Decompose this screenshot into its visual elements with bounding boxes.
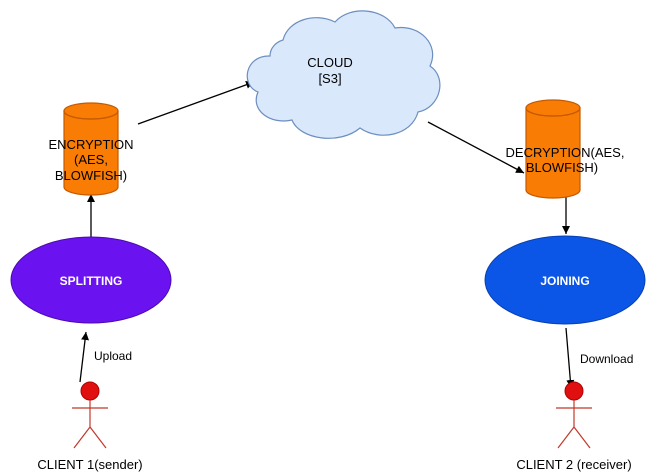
decryption-cylinder-body [525,107,581,199]
encryption-cylinder-body [63,110,119,196]
upload-label: Upload [94,349,132,363]
decryption-label-line2: BLOWFISH) [526,160,598,175]
decryption-node: DECRYPTION(AES, BLOWFISH) [506,99,625,199]
edge-joining-to-client2 [565,327,575,389]
decryption-label-line1: DECRYPTION(AES, [506,145,625,160]
joining-ellipse [484,235,646,325]
cloud-label-line1: CLOUD [307,55,353,70]
edge-cloud-to-decryption [427,121,525,174]
cloud-label-line2: [S3] [318,71,341,86]
client2-actor: CLIENT 2 (receiver) [516,381,632,472]
splitting-label: SPLITTING [60,274,123,288]
download-label: Download [580,352,633,366]
splitting-ellipse [10,236,172,324]
encryption-node: ENCRYPTION (AES, BLOWFISH) [49,102,134,196]
cloud-shape [246,10,441,139]
client1-actor: CLIENT 1(sender) [37,381,143,472]
splitting-node: SPLITTING [10,236,172,324]
encryption-label-line1: ENCRYPTION [49,137,134,152]
edge-client1-to-splitting [79,331,90,383]
stick-figure-icon [72,381,108,449]
joining-label: JOINING [540,274,589,288]
joining-node: JOINING [484,235,646,325]
edge-encryption-to-cloud [137,80,255,125]
cloud-s3-node: CLOUD [S3] [246,10,441,139]
client1-label: CLIENT 1(sender) [37,457,142,472]
encryption-label-line3: BLOWFISH) [55,168,127,183]
encryption-label-line2: (AES, [74,152,108,167]
client2-label: CLIENT 2 (receiver) [516,457,631,472]
stick-figure-icon [556,381,592,449]
